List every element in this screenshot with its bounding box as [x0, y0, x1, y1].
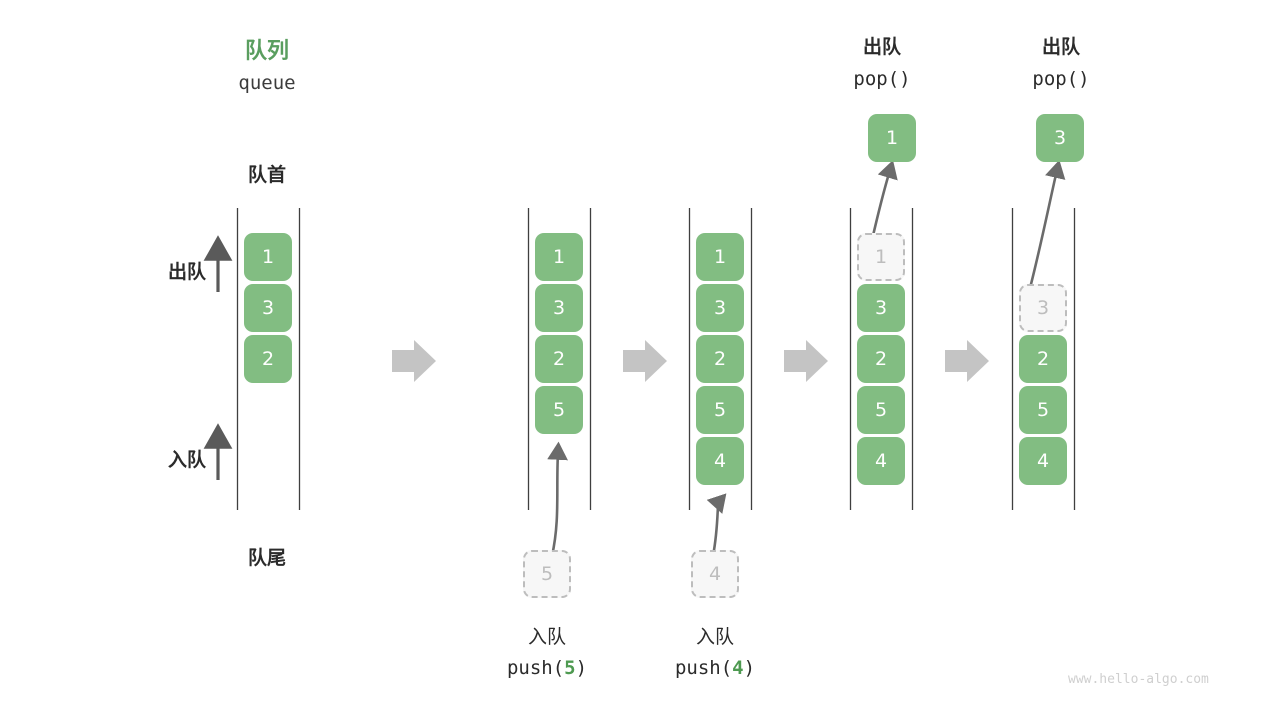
watermark: www.hello-algo.com: [1068, 672, 1209, 687]
queue-cell: 2: [244, 335, 292, 383]
push-4-code-value: 4: [732, 657, 744, 679]
transition-arrow-2: [623, 340, 667, 382]
queue-cell: 4: [1019, 437, 1067, 485]
pop-3-arrow: [1027, 159, 1066, 293]
queue-cell: 2: [535, 335, 583, 383]
queue-cell: 3: [244, 284, 292, 332]
transition-arrow-4: [945, 340, 989, 382]
queue-cell: 3: [535, 284, 583, 332]
transition-arrow-3: [784, 340, 828, 382]
push-4-operation-code: push(4): [657, 657, 773, 679]
pop-3-code-prefix: pop(: [1032, 68, 1079, 90]
pop-1-ghost-cell: 1: [857, 233, 905, 281]
push-5-code-prefix: push(: [506, 657, 565, 679]
pop-3-operation-code: pop(): [1003, 68, 1119, 90]
push-4-operation-label: 入队: [695, 626, 734, 648]
pop-1-code-suffix: ): [899, 68, 911, 90]
push-5-operation-code: push(5): [489, 657, 605, 679]
push-5-ghost-cell: 5: [523, 550, 571, 598]
push-5-code-suffix: ): [575, 657, 588, 679]
queue-cell: 3: [857, 284, 905, 332]
pop-3-ghost-cell: 3: [1019, 284, 1067, 332]
push-5-operation-label: 入队: [527, 626, 566, 648]
push-4-arrow: [706, 493, 727, 557]
transition-arrow-1: [392, 340, 436, 382]
pop-1-code-prefix: pop(: [853, 68, 900, 90]
enqueue-direction-label: 入队: [167, 449, 206, 471]
queue-cell: 4: [696, 437, 744, 485]
queue-cell: 2: [857, 335, 905, 383]
queue-cell: 1: [535, 233, 583, 281]
page-title: 队列: [244, 39, 289, 64]
queue-cell: 4: [857, 437, 905, 485]
page-subtitle: queue: [238, 72, 296, 94]
queue-cell: 5: [857, 386, 905, 434]
push-4-code-suffix: ): [743, 657, 756, 679]
queue-front-label: 队首: [247, 164, 286, 186]
push-5-code-value: 5: [564, 657, 576, 679]
push-5-arrow: [547, 441, 568, 557]
pop-1-arrow: [870, 160, 898, 241]
queue-cell: 1: [244, 233, 292, 281]
pop-3-code-suffix: ): [1078, 68, 1090, 90]
pop-1-operation-label: 出队: [862, 36, 901, 58]
push-4-ghost-cell: 4: [691, 550, 739, 598]
pop-3-operation-label: 出队: [1041, 36, 1080, 58]
queue-cell: 2: [1019, 335, 1067, 383]
push-4-code-prefix: push(: [674, 657, 733, 679]
dequeue-direction-label: 出队: [167, 261, 206, 283]
queue-cell: 5: [535, 386, 583, 434]
pop-3-result-cell: 3: [1036, 114, 1084, 162]
pop-1-operation-code: pop(): [824, 68, 940, 90]
queue-cell: 2: [696, 335, 744, 383]
queue-cell: 3: [696, 284, 744, 332]
pop-1-result-cell: 1: [868, 114, 916, 162]
queue-cell: 5: [1019, 386, 1067, 434]
queue-cell: 1: [696, 233, 744, 281]
queue-cell: 5: [696, 386, 744, 434]
queue-rear-label: 队尾: [247, 547, 286, 569]
